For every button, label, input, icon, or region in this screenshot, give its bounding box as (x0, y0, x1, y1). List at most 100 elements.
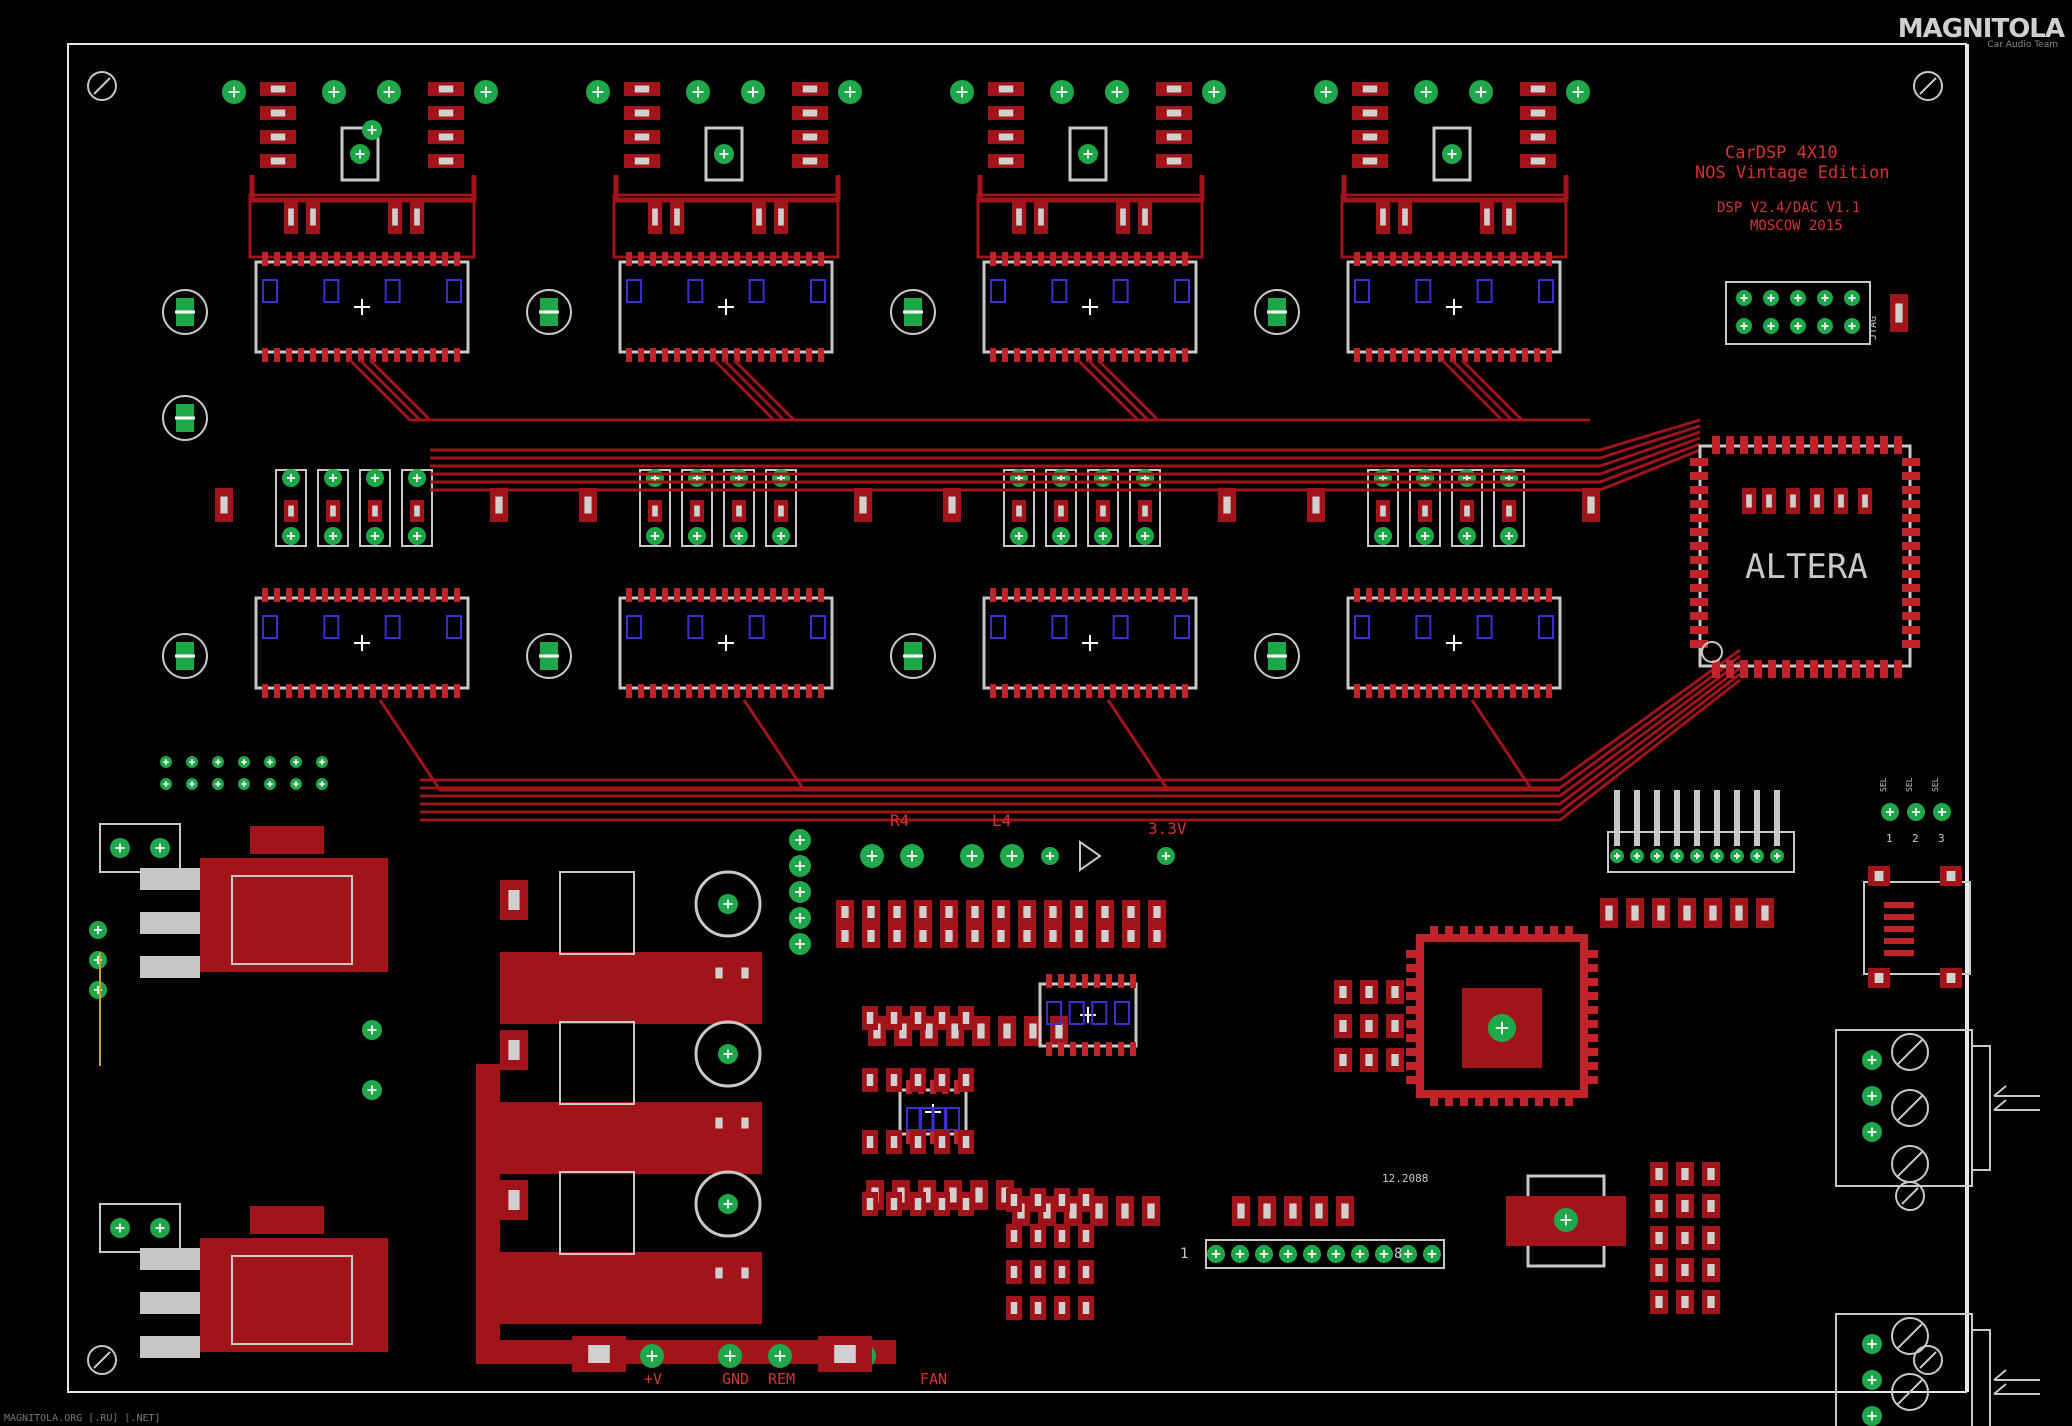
dsp-pin (1584, 950, 1598, 958)
ic-pin (1522, 348, 1528, 362)
ic-pin (346, 348, 352, 362)
dsp-pin (1584, 1034, 1598, 1042)
smd-pad-mark (508, 890, 520, 910)
ic-pin (1098, 684, 1104, 698)
ic-pin (990, 684, 996, 698)
terminal-tab (1971, 1329, 1991, 1426)
ic-pin (698, 684, 704, 698)
smd-pad-mark (1101, 930, 1109, 942)
ic-pin (334, 252, 340, 266)
dsp-pin (1445, 1092, 1453, 1106)
ic-pin (442, 684, 448, 698)
smd-pad-mark (1681, 1296, 1689, 1308)
smd-pad-mark (652, 208, 658, 226)
fpga-pin (1690, 458, 1708, 466)
ldo-outline (559, 1021, 635, 1105)
smd-pad-mark (1069, 1203, 1077, 1219)
ic-pin (1098, 348, 1104, 362)
smd-pad-mark (1655, 1200, 1663, 1212)
ic-pin (1354, 684, 1360, 698)
ic-pin (1426, 684, 1432, 698)
ic-pin (1438, 684, 1444, 698)
ic-pin (442, 252, 448, 266)
smd-pad-mark (1312, 496, 1320, 514)
smd-pad-mark (1055, 1023, 1063, 1039)
smd-pad-mark (1391, 986, 1399, 998)
smd-pad-mark (1530, 133, 1546, 141)
ic-pin (1414, 348, 1420, 362)
copper-trace (430, 424, 1701, 460)
label-12v: 12.2088 (1382, 1172, 1428, 1185)
ldo-2 (500, 1020, 762, 1174)
dsp-pin (1584, 1020, 1598, 1028)
dac-block-2 (526, 80, 1590, 422)
ic-pin (806, 252, 812, 266)
ic-pin (758, 684, 764, 698)
smd-pad-mark (998, 157, 1014, 165)
ic-part-outline (990, 279, 1006, 303)
copper-trace (420, 648, 1741, 782)
ic-pin (650, 588, 656, 602)
terminal-block-2 (1835, 1313, 2040, 1426)
smd-pad-mark (1058, 1266, 1066, 1278)
smd-pad-mark (1034, 1266, 1042, 1278)
regulator-leg (140, 1292, 200, 1314)
header-pin (1694, 790, 1700, 846)
ic-pin (274, 684, 280, 698)
smd-pad-mark (1147, 1203, 1155, 1219)
copper-trace (420, 654, 1741, 790)
smd-pad-mark (998, 133, 1014, 141)
smd-pad-mark (923, 1187, 931, 1203)
header-pin (1614, 790, 1620, 846)
ic-pin (1462, 252, 1468, 266)
mounting-hole-mark (1919, 1351, 1937, 1369)
fpga-pin (1866, 660, 1874, 678)
dsp-pin (1445, 926, 1453, 940)
fpga-pin (1754, 436, 1762, 454)
fpga-pin (1690, 486, 1708, 494)
ic-pin (626, 252, 632, 266)
header-pin (1674, 790, 1680, 846)
ic-pin (346, 588, 352, 602)
smd-pad-mark (1339, 1054, 1347, 1066)
smd-pad-mark (778, 208, 784, 226)
smd-pad-mark (975, 1187, 983, 1203)
ic-pin (418, 252, 424, 266)
smd-pad-mark (1707, 1296, 1715, 1308)
ic-pin (1146, 348, 1152, 362)
ic-pin (1402, 684, 1408, 698)
smd-pad-mark (1365, 1054, 1373, 1066)
ic-pin (1146, 588, 1152, 602)
smd-pad-mark (1153, 906, 1161, 918)
ic-pin (794, 684, 800, 698)
ic-pin (454, 684, 460, 698)
arrow-head (1993, 1085, 2007, 1097)
smd-pad-mark (1530, 109, 1546, 117)
board-title-line1: CarDSP 4X10 (1725, 143, 1838, 163)
ic-pin (1122, 684, 1128, 698)
smd-pad-mark (1082, 1194, 1090, 1206)
smd-pad-mark (1746, 494, 1752, 508)
smd-pad-mark (938, 1136, 946, 1148)
ic-part-outline (1354, 615, 1370, 639)
fpga-pin (1690, 584, 1708, 592)
arrow-head (1993, 1383, 2007, 1395)
smd-pad-mark (997, 930, 1005, 942)
terminal-screw (1891, 1089, 1929, 1127)
ic-chip (982, 252, 1198, 362)
smd-pad-mark (893, 906, 901, 918)
smd-pad-mark (1341, 1203, 1349, 1219)
ic-pin (1366, 252, 1372, 266)
fpga-pin (1902, 528, 1920, 536)
ic-pin (638, 684, 644, 698)
smd-pad-mark (1315, 1203, 1323, 1219)
ic-part-outline (1174, 279, 1190, 303)
ic-pin (1118, 974, 1124, 988)
smd-pad-mark (1391, 1054, 1399, 1066)
ic-pin (650, 684, 656, 698)
ic-pin (1474, 588, 1480, 602)
ic-pin (286, 252, 292, 266)
mounting-hole-mark (93, 1351, 111, 1369)
fpga-pin (1902, 472, 1920, 480)
ic-part-outline (990, 615, 1006, 639)
